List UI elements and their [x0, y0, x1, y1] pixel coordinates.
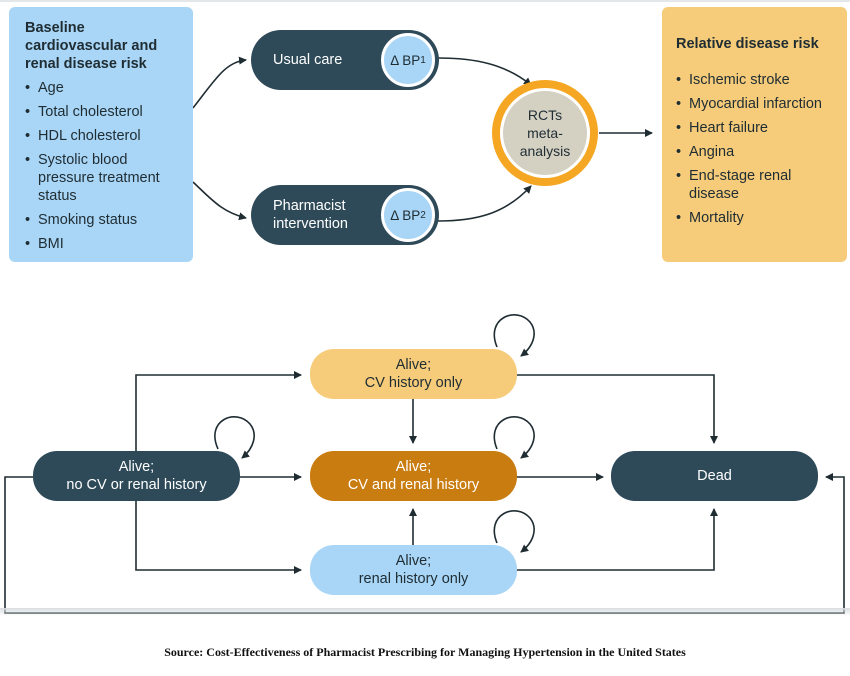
arrow-renal-to-dead [517, 508, 718, 571]
selfloop-renal [493, 510, 535, 553]
state-cv-only: Alive; CV history only [310, 349, 517, 399]
delta-bp1-text: Δ BP [390, 52, 421, 68]
state-cv-and-renal: Alive; CV and renal history [310, 451, 517, 501]
pharmacist-label: Pharmacist intervention [273, 198, 348, 232]
rct-line2: meta- [527, 125, 563, 141]
baseline-item: Smoking status [25, 211, 179, 229]
baseline-item: BMI [25, 235, 179, 253]
arrow-none-to-renal [135, 501, 302, 574]
risk-item: Myocardial infarction [676, 95, 837, 113]
usual-care-label: Usual care [273, 52, 343, 68]
risk-list: Ischemic stroke Myocardial infarction He… [676, 71, 837, 227]
state-no-history-line1: Alive; [118, 459, 155, 475]
baseline-item: Age [25, 79, 179, 97]
risk-item: Angina [676, 143, 837, 161]
delta-bp2-sub: 2 [420, 209, 426, 221]
arrow-usual-to-rct [437, 57, 532, 86]
state-cv-only-line2: CV history only [364, 375, 463, 391]
selfloop-cv [493, 314, 535, 357]
state-renal-only-line1: Alive; [395, 553, 432, 569]
risk-item: Ischemic stroke [676, 71, 837, 89]
state-renal-only-line2: renal history only [358, 571, 469, 587]
arrow-baseline-to-usual [192, 56, 247, 109]
relative-risk-box: Relative disease risk Ischemic stroke My… [662, 7, 847, 262]
arrow-pharm-to-rct [437, 185, 532, 222]
baseline-item: HDL cholesterol [25, 127, 179, 145]
risk-title: Relative disease risk [676, 36, 819, 52]
risk-item: Heart failure [676, 119, 837, 137]
source-caption: Source: Cost-Effectiveness of Pharmacist… [164, 645, 686, 659]
rct-meta-analysis-circle: RCTs meta- analysis [492, 80, 598, 186]
state-cv-and-renal-line1: Alive; [395, 459, 432, 475]
risk-item: End-stage renal disease [676, 167, 837, 203]
selfloop-none [214, 416, 255, 459]
state-cv-and-renal-line2: CV and renal history [347, 477, 480, 493]
top-border [0, 0, 850, 2]
risk-item: Mortality [676, 209, 837, 227]
delta-bp2-text: Δ BP [390, 207, 421, 223]
state-no-history-line2: no CV or renal history [66, 477, 207, 493]
baseline-title: Baseline cardiovascular and renal diseas… [25, 20, 158, 72]
state-no-history: Alive; no CV or renal history [33, 451, 240, 501]
arrow-baseline-to-pharm [192, 181, 247, 221]
selfloop-both [493, 416, 535, 459]
baseline-item: Total cholesterol [25, 103, 179, 121]
arrow-none-to-cv [135, 371, 302, 451]
state-renal-only: Alive; renal history only [310, 545, 517, 595]
rct-line1: RCTs [527, 107, 563, 123]
delta-bp1-sub: 1 [420, 54, 426, 66]
state-dead: Dead [611, 451, 818, 501]
baseline-list: Age Total cholesterol HDL cholesterol Sy… [25, 79, 179, 253]
rct-line3: analysis [519, 143, 571, 159]
rct-inner: RCTs meta- analysis [500, 88, 590, 178]
state-cv-only-line1: Alive; [395, 357, 432, 373]
arrow-cv-to-dead [517, 374, 718, 444]
baseline-item: Systolic blood pressure treatment status [25, 151, 179, 205]
panel-bottom-shadow [0, 608, 850, 616]
baseline-risk-box: Baseline cardiovascular and renal diseas… [9, 7, 193, 262]
state-dead-label: Dead [697, 468, 732, 484]
